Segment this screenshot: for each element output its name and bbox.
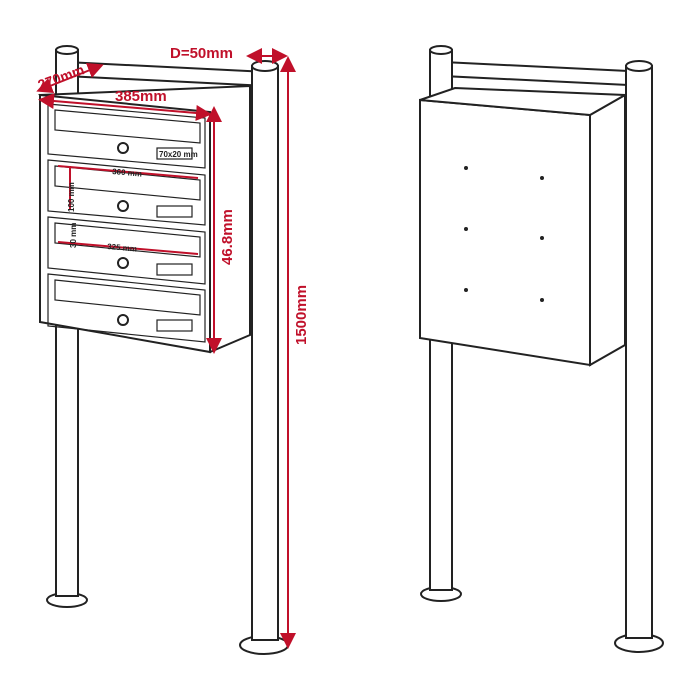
label-slot-inner-height: 30 mm (69, 223, 78, 248)
label-width-box: 385mm (115, 88, 167, 105)
label-height-total: 1500mm (293, 285, 310, 345)
label-depth-post: D=50mm (170, 45, 233, 62)
label-slot-height: 100 mm (67, 182, 76, 212)
label-slot-width: 360 mm (112, 167, 142, 179)
crossbar-back (442, 60, 649, 88)
crossbar (65, 60, 269, 88)
back-view (419, 45, 664, 653)
label-nameplate: 70x20 mm (159, 150, 198, 159)
box-side-back (589, 93, 626, 367)
front-post (239, 60, 289, 655)
drawers (47, 103, 206, 343)
mounting-holes (464, 166, 544, 302)
box-back (419, 98, 591, 367)
label-height-box: 46.8mm (219, 209, 236, 265)
label-slot-inner-width: 325 mm (107, 242, 137, 254)
back-right-post (614, 60, 664, 653)
front-view: D=50mm 270mm 385mm 46.8mm 1500mm 360 mm … (36, 45, 310, 655)
